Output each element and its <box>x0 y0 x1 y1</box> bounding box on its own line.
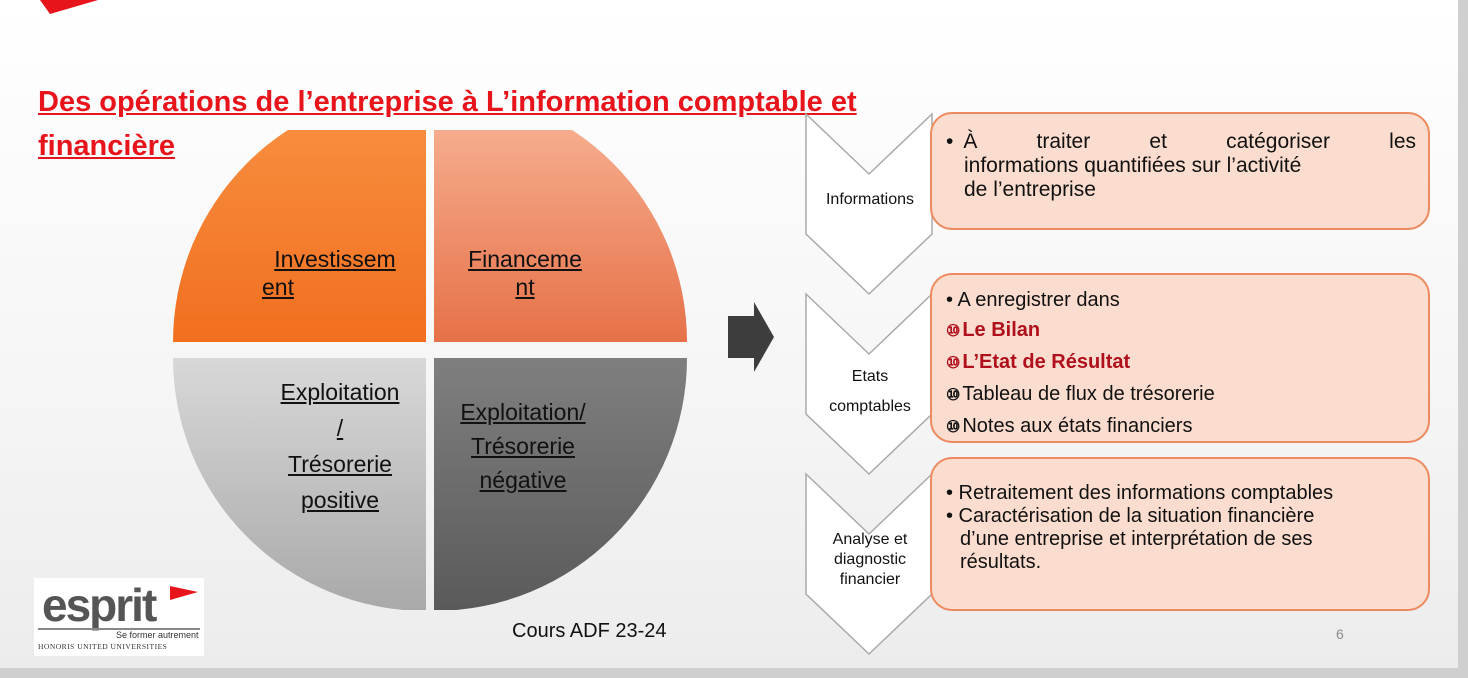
logo-tagline: Se former autrement <box>116 630 199 640</box>
corner-decoration <box>40 0 98 14</box>
step-box-informations <box>930 112 1430 230</box>
slide: Des opérations de l’entreprise à L’infor… <box>0 0 1458 668</box>
esprit-logo: esprit Se former autrement HONORIS UNITE… <box>34 578 204 656</box>
quadrant-investissement <box>173 130 426 342</box>
slide-shadow-right <box>1458 0 1468 678</box>
slide-title: Des opérations de l’entreprise à L’infor… <box>38 86 857 162</box>
step-box-etats <box>930 273 1430 443</box>
footer-course: Cours ADF 23-24 <box>512 620 667 642</box>
logo-network: HONORIS UNITED UNIVERSITIES <box>38 642 168 651</box>
chevron-informations <box>805 112 933 296</box>
item-flux-tresorerie: Tableau de flux de trésorerie <box>962 383 1215 405</box>
step-text-analyse: • Retraitement des informations comptabl… <box>946 482 1334 573</box>
item-bilan: Le Bilan <box>962 319 1041 341</box>
process-chevrons <box>805 112 933 656</box>
label-exploitation-negative: Exploitation/ Trésorerie négative <box>460 399 586 493</box>
text-line: À traiter et catégoriser les <box>963 130 1416 153</box>
label-exploitation-positive: Exploitation / Trésorerie positive <box>280 379 400 513</box>
quadrant-exploitation-negative <box>434 358 687 610</box>
quadrant-financement <box>434 130 687 342</box>
logo-wordmark: esprit <box>42 579 157 631</box>
item-etat-resultat: L’Etat de Résultat <box>962 351 1131 373</box>
logo-divider <box>38 628 200 630</box>
item-notes: Notes aux états financiers <box>962 415 1193 437</box>
step-text-informations: • À traiter et catégoriser les informati… <box>946 130 1416 201</box>
quadrant-exploitation-positive <box>173 358 426 610</box>
arrow-right-icon <box>728 302 774 372</box>
chevron-label-informations: Informations <box>825 191 915 208</box>
cycle-diagram <box>173 130 687 610</box>
slide-shadow-bottom <box>0 668 1468 678</box>
step-box-analyse <box>930 457 1430 611</box>
page-number: 6 <box>1336 626 1344 642</box>
logo-flag-icon <box>170 586 198 600</box>
